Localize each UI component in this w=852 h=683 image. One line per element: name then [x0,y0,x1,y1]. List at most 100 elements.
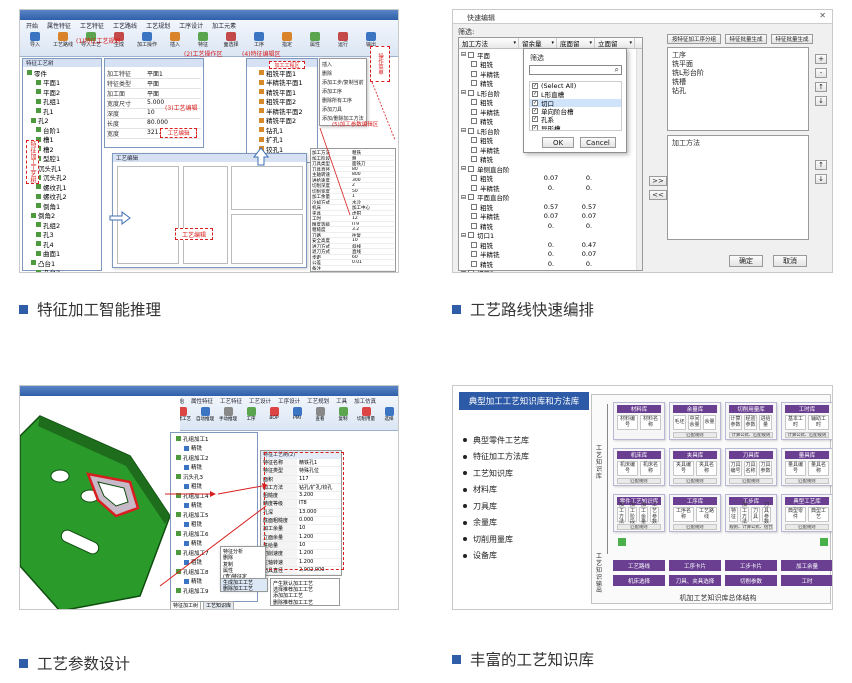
param-row[interactable]: 机床加工中心 [312,205,394,211]
tree-item[interactable]: 孔组2 [27,220,101,230]
tree-item[interactable]: 孔3 [27,230,101,239]
move-right-button[interactable]: >> [649,176,667,186]
method-row[interactable]: 粗铣 [459,98,642,107]
ribbon-button[interactable]: 导入工艺 [80,32,102,48]
context-menu-item[interactable]: 添加工步/复制当前选择工序 [322,80,364,86]
tree-item[interactable]: 凸台1 [27,258,101,268]
ribbon-button[interactable]: 选择 [380,407,398,422]
param-row[interactable]: 备注 [312,266,394,271]
remove-button[interactable]: - [815,68,827,78]
collapse-icon[interactable]: ⊟ [461,89,467,97]
context-menu-item[interactable]: 添加/删除加工方法 [322,116,364,122]
tree-item[interactable]: 螺纹孔2 [27,192,101,201]
tree-item[interactable]: 精铣 [174,463,257,473]
ribbon-button[interactable]: 切削用量 [357,407,375,422]
cancel-button[interactable]: 取消 [773,255,807,267]
method-row[interactable]: 半精铣 [459,145,642,155]
filter-ok-button[interactable]: OK [542,137,574,148]
ribbon-button[interactable]: 属性 [304,32,326,48]
checkbox[interactable] [468,232,475,239]
process-item[interactable]: 扩孔1 [251,135,317,144]
context-menu-item[interactable]: 添加工序 [322,89,343,95]
checkbox[interactable] [471,260,477,267]
checkbox[interactable] [471,70,477,77]
ribbon-button[interactable]: BOP [265,407,283,422]
collapse-icon[interactable]: ⊟ [461,51,467,59]
property-row[interactable]: 加工特征平面1 [107,69,201,79]
ribbon-button[interactable]: 工序 [248,32,270,48]
ribbon-button[interactable]: 特征 [192,32,214,48]
tree-item[interactable]: 倒角1 [27,201,101,211]
checkbox[interactable] [471,156,477,163]
checkbox[interactable] [468,165,475,172]
dropdown-icon[interactable]: ▾ [513,40,516,46]
submenu-item[interactable]: 删除推荐加工工艺 [273,599,314,606]
checkbox[interactable] [471,184,477,191]
top-action-button[interactable]: 特征批量生成 [725,34,767,44]
group-row[interactable]: ⊟切口2 [459,269,642,272]
context-menu-item[interactable]: 删除 [322,71,333,77]
tree-item[interactable]: 孔组加工1 [174,434,257,444]
tree-item[interactable]: 孔组加工5 [174,510,257,520]
checkbox[interactable]: ✓ [532,83,538,90]
tree-item[interactable]: 平面2 [27,87,101,97]
tree-item[interactable]: 精铣 [174,501,257,511]
property-row[interactable]: 特征类型特殊孔位 [261,467,341,476]
tree-item[interactable]: 孔4 [27,239,101,249]
property-row[interactable]: 宽度321.000 [107,129,201,139]
tree-item[interactable]: 台阶1 [27,125,101,135]
ribbon-tab[interactable]: 工具 [336,399,348,405]
method-row[interactable]: 半精铣 [459,69,642,79]
group-row[interactable]: ⊟单侧直台阶 [459,164,642,174]
checkbox[interactable]: ✓ [532,91,538,98]
tree-item[interactable]: 倒角2 [27,211,101,220]
checkbox[interactable] [471,118,477,125]
ribbon-button[interactable]: 自动推理 [196,407,214,422]
checkbox[interactable] [468,51,475,58]
process-list-item[interactable]: 铣槽 [672,78,686,86]
process-list-item[interactable]: 钻孔 [672,87,686,95]
property-row[interactable]: 特征名称精铁孔1 [261,459,341,468]
ribbon-tab[interactable]: 工序设计 [179,23,204,30]
checkbox[interactable] [471,175,477,182]
filter-search-input[interactable]: ⌕ [529,65,622,75]
method-row[interactable]: 精铣 [459,155,642,164]
collapse-icon[interactable]: ⊟ [461,231,467,239]
checkbox[interactable] [471,213,477,220]
ribbon-button[interactable]: 手动推理 [219,407,237,422]
ribbon-button[interactable]: PMI [288,407,306,422]
context-menu-item[interactable]: 插入 [322,62,333,68]
tree-item[interactable]: 凸台2 [27,268,101,272]
bottom-tab[interactable]: 工艺知识库 [203,601,235,609]
process-item[interactable]: 粗铣平面1 [251,68,317,78]
tree-item[interactable]: 粗铣 [174,482,257,492]
column-header[interactable]: 加工方法▾ [459,38,519,48]
filter-option[interactable]: ✓孔系 [530,115,621,124]
method-row[interactable]: 精铣 [459,79,642,88]
checkbox[interactable]: ✓ [532,124,538,131]
top-action-button[interactable]: 按特征加工序分组 [667,34,721,44]
checkbox[interactable] [471,203,477,210]
collapse-icon[interactable]: ⊟ [461,165,467,173]
tree-item[interactable]: 螺纹孔1 [27,182,101,192]
group-row[interactable]: ⊟切口1 [459,231,642,241]
ribbon-button[interactable]: 工序 [242,407,260,422]
checkbox[interactable] [471,241,477,248]
checkbox[interactable] [468,270,475,272]
process-item[interactable]: 精铣平面2 [251,116,317,125]
group-row[interactable]: ⊟平面 [459,50,642,60]
